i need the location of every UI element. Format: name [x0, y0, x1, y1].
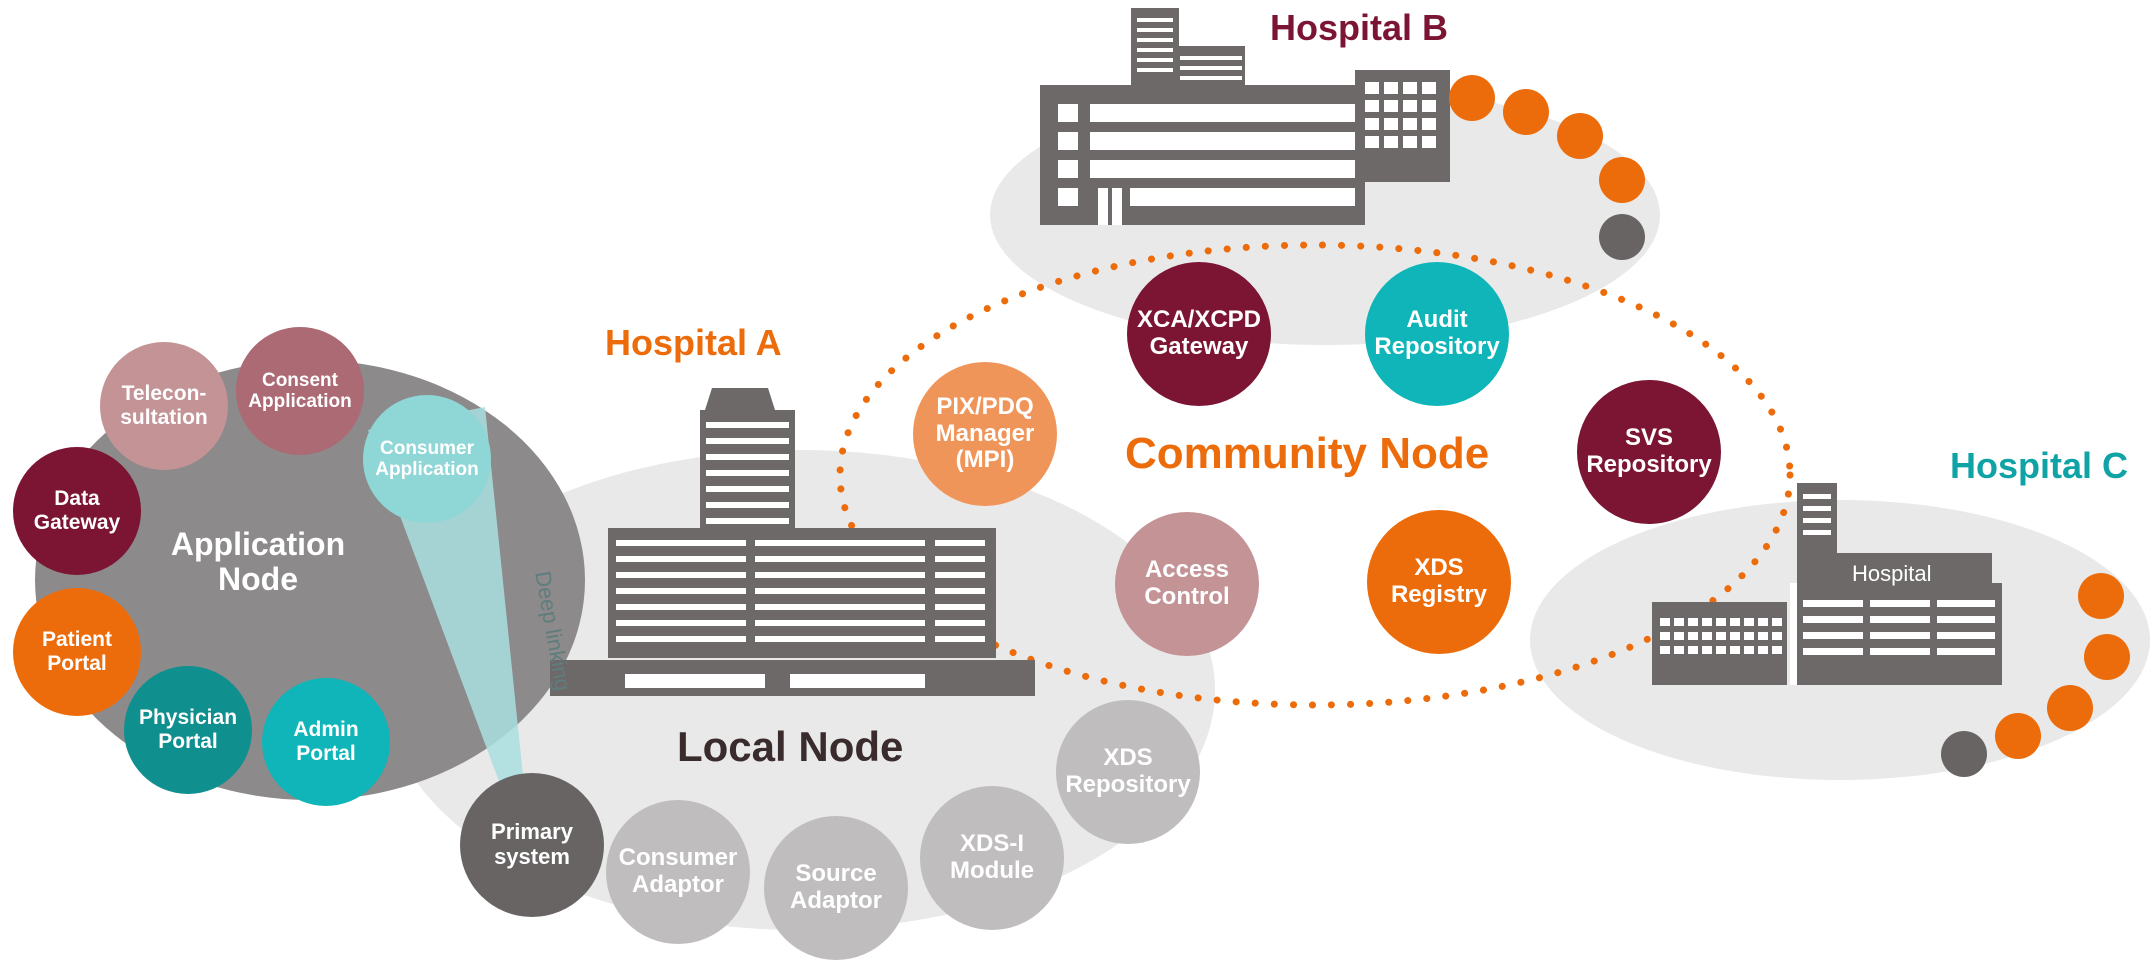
hospital-c-dot-chain	[1941, 573, 2130, 777]
data-gateway-node[interactable]: Data Gateway	[13, 447, 141, 575]
xds-repository-label: XDS Repository	[1065, 744, 1191, 798]
xca-xcpd-gateway-node[interactable]: XCA/XCPD Gateway	[1127, 262, 1271, 406]
teleconsultation-node[interactable]: Telecon- sultation	[100, 342, 228, 470]
pix-pdq-manager-label: PIX/PDQ Manager (MPI)	[935, 392, 1035, 474]
hospital-c-sign: Hospital	[1852, 561, 1932, 586]
application-node-title: Application Node	[170, 526, 346, 598]
hospital-a-title: Hospital A	[605, 322, 782, 363]
community-node-boundary	[836, 241, 1794, 709]
xds-i-module-node[interactable]: XDS-I Module	[920, 786, 1064, 930]
hospital-b-dot-chain	[1449, 75, 1645, 260]
patient-portal-node[interactable]: Patient Portal	[13, 588, 141, 716]
physician-portal-label: Physician Portal	[138, 706, 238, 753]
data-gateway-label: Data Gateway	[33, 487, 121, 534]
hospital-c-title: Hospital C	[1950, 445, 2129, 486]
audit-repository-label: Audit Repository	[1374, 306, 1500, 360]
xds-repository-node[interactable]: XDS Repository	[1056, 700, 1200, 844]
audit-repository-node[interactable]: Audit Repository	[1365, 262, 1509, 406]
primary-system-node[interactable]: Primary system	[460, 773, 604, 917]
teleconsultation-label: Telecon- sultation	[120, 382, 208, 429]
consumer-adaptor-node[interactable]: Consumer Adaptor	[606, 800, 750, 944]
admin-portal-node[interactable]: Admin Portal	[262, 678, 390, 806]
xds-registry-node[interactable]: XDS Registry	[1367, 510, 1511, 654]
admin-portal-label: Admin Portal	[293, 718, 359, 765]
consent-application-node[interactable]: Consent Application	[236, 327, 364, 455]
hospital-b-title: Hospital B	[1270, 7, 1449, 48]
xca-xcpd-gateway-label: XCA/XCPD Gateway	[1136, 306, 1262, 360]
access-control-label: Access Control	[1144, 556, 1230, 610]
consent-application-label: Consent Application	[248, 369, 352, 412]
community-node-title: Community Node	[1125, 429, 1490, 478]
local-node-title: Local Node	[677, 723, 904, 770]
xds-registry-label: XDS Registry	[1390, 554, 1488, 608]
source-adaptor-label: Source Adaptor	[790, 860, 882, 914]
svs-repository-label: SVS Repository	[1586, 424, 1712, 478]
source-adaptor-node[interactable]: Source Adaptor	[764, 816, 908, 960]
consumer-application-node[interactable]: Consumer Application	[363, 395, 491, 523]
physician-portal-node[interactable]: Physician Portal	[124, 666, 252, 794]
consumer-adaptor-label: Consumer Adaptor	[618, 844, 738, 898]
svs-repository-node[interactable]: SVS Repository	[1577, 380, 1721, 524]
xds-i-module-label: XDS-I Module	[950, 830, 1034, 884]
consumer-application-label: Consumer Application	[375, 437, 479, 480]
access-control-node[interactable]: Access Control	[1115, 512, 1259, 656]
pix-pdq-manager-node[interactable]: PIX/PDQ Manager (MPI)	[913, 362, 1057, 506]
patient-portal-label: Patient Portal	[41, 628, 112, 675]
primary-system-label: Primary system	[491, 819, 573, 869]
